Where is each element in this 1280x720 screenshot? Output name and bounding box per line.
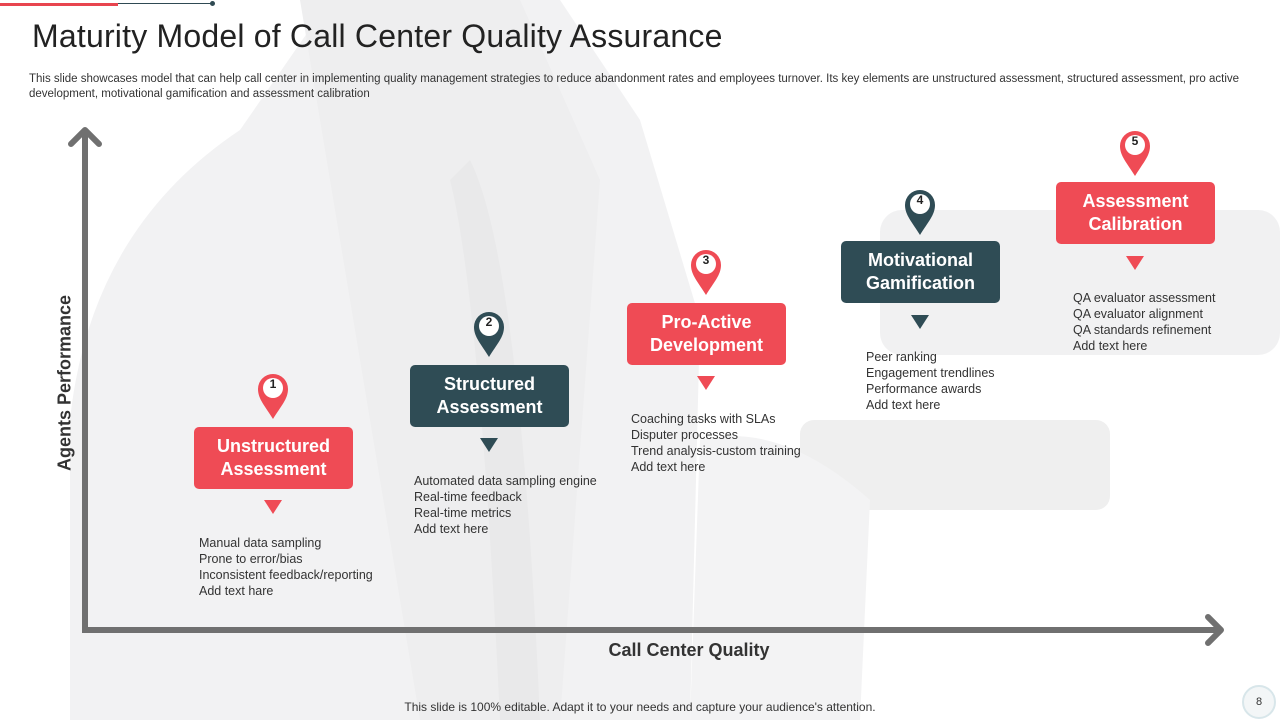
slide-title: Maturity Model of Call Center Quality As… <box>32 18 723 54</box>
down-triangle-icon <box>480 438 498 452</box>
top-accent-line-red <box>0 3 118 6</box>
down-triangle-icon <box>264 500 282 514</box>
step-bullets: QA evaluator assessment QA evaluator ali… <box>1073 290 1215 354</box>
bullet-item: Real-time feedback <box>414 490 522 504</box>
slide-subtitle: This slide showcases model that can help… <box>29 73 1240 100</box>
slide-footer: This slide is 100% editable. Adapt it to… <box>404 700 876 714</box>
bullet-item: Prone to error/bias <box>199 552 303 566</box>
location-pin-icon: 4 <box>903 188 937 236</box>
step-number: 2 <box>485 315 493 329</box>
bullet-item: QA evaluator assessment <box>1073 291 1216 305</box>
bullet-item: Add text here <box>866 398 941 412</box>
bullet-item: Engagement trendlines <box>866 366 995 380</box>
location-pin-icon: 1 <box>256 372 290 420</box>
step-title-box: Motivational Gamification <box>841 241 1000 303</box>
bullet-item: QA standards refinement <box>1073 323 1212 337</box>
bullet-item: Manual data sampling <box>199 536 322 550</box>
bullet-item: Coaching tasks with SLAs <box>631 412 776 426</box>
location-pin-icon: 2 <box>472 310 506 358</box>
bullet-item: Automated data sampling engine <box>414 474 597 488</box>
location-pin-icon: 3 <box>689 248 723 296</box>
bullet-item: Disputer processes <box>631 428 738 442</box>
bullet-item: Real-time metrics <box>414 506 512 520</box>
step-title-box: Pro-Active Development <box>627 303 786 365</box>
bullet-item: Trend analysis-custom training <box>631 444 801 458</box>
step-bullets: Peer ranking Engagement trendlines Perfo… <box>866 349 995 413</box>
bullet-item: Performance awards <box>866 382 982 396</box>
step-number: 3 <box>702 253 710 267</box>
bullet-item: Add text here <box>414 522 489 536</box>
top-accent-dot <box>210 1 215 6</box>
step-title-box: Assessment Calibration <box>1056 182 1215 244</box>
x-axis-arrowhead <box>1205 614 1224 646</box>
x-axis-label: Call Center Quality <box>608 640 770 660</box>
down-triangle-icon <box>1126 256 1144 270</box>
step-number: 5 <box>1131 134 1139 148</box>
top-accent-line-dark <box>118 3 212 4</box>
step-bullets: Coaching tasks with SLAs Disputer proces… <box>631 411 801 475</box>
bullet-item: Inconsistent feedback/reporting <box>199 568 373 582</box>
step-number: 1 <box>269 377 277 391</box>
bullet-item: Peer ranking <box>866 350 937 364</box>
down-triangle-icon <box>911 315 929 329</box>
bullet-item: Add text hare <box>199 584 274 598</box>
location-pin-icon: 5 <box>1118 129 1152 177</box>
y-axis-label: Agents Performance <box>54 294 75 472</box>
bullet-item: QA evaluator alignment <box>1073 307 1203 321</box>
step-bullets: Manual data sampling Prone to error/bias… <box>199 535 373 599</box>
step-title-box: Unstructured Assessment <box>194 427 353 489</box>
bullet-item: Add text here <box>1073 339 1148 353</box>
page-number: 8 <box>1242 685 1276 719</box>
y-axis-arrowhead <box>68 127 102 147</box>
down-triangle-icon <box>697 376 715 390</box>
step-bullets: Automated data sampling engine Real-time… <box>414 473 597 537</box>
step-title-box: Structured Assessment <box>410 365 569 427</box>
step-number: 4 <box>916 193 924 207</box>
bullet-item: Add text here <box>631 460 706 474</box>
